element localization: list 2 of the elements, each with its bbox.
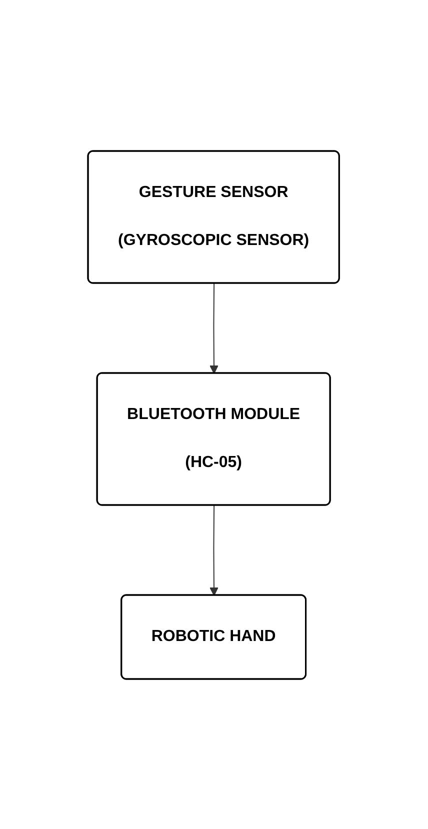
arrow [210, 282, 219, 374]
arrow [210, 504, 219, 596]
